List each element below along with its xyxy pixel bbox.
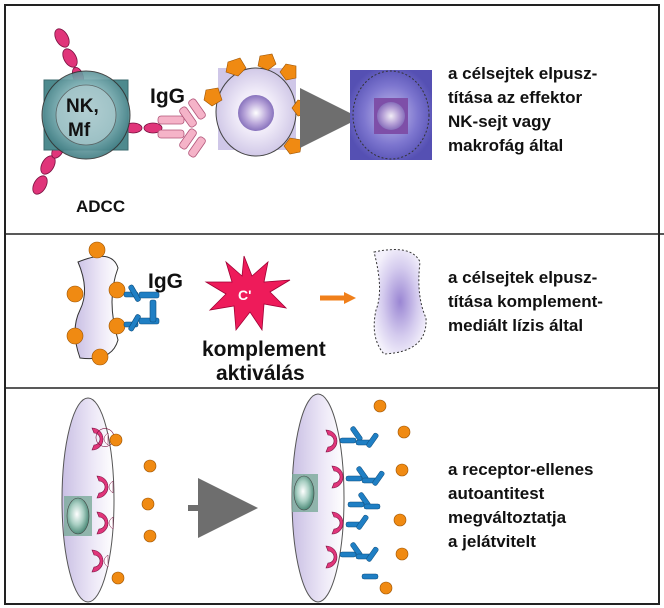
- nk-cell-nucleus: [55, 84, 117, 146]
- description-adcc: a célsejtek elpusz- títása az effektor N…: [448, 62, 597, 158]
- description-complement: a célsejtek elpusz- títása komplement- m…: [448, 266, 603, 338]
- adcc-label: ADCC: [76, 197, 125, 216]
- receptor-pockets-left: [103, 432, 114, 568]
- lysed-cell: [373, 249, 427, 355]
- description-line: autoantitest: [448, 484, 545, 503]
- description-line: títása az effektor: [448, 88, 583, 107]
- receptors-left: [91, 427, 115, 573]
- description-line: makrofág által: [448, 136, 564, 155]
- target-cell-nucleus: [238, 95, 274, 131]
- nk-cell-label-line1: NK,: [66, 96, 99, 117]
- complement-label-line2: aktiválás: [216, 362, 305, 385]
- description-line: a jelátvitelt: [448, 532, 536, 551]
- igg-antibody-pink: [157, 98, 206, 158]
- igg-antibody-blue: [123, 284, 160, 332]
- description-line: megváltoztatja: [448, 508, 567, 527]
- dead-cell-outline: [352, 70, 430, 160]
- description-line: a célsejtek elpusz-: [448, 64, 598, 83]
- description-line: a receptor-ellenes: [448, 460, 594, 479]
- complement-star: [204, 255, 291, 332]
- nk-cell-label-line2: Mf: [68, 120, 91, 141]
- description-line: a célsejtek elpusz-: [448, 268, 598, 287]
- receptor-nucleus-left: [66, 497, 90, 535]
- antigen-dots: [66, 241, 126, 366]
- igg-label-complement: IgG: [148, 270, 183, 293]
- ligand-dots-right: [373, 399, 411, 595]
- panel-adcc: NK, Mf IgG ADCC: [32, 28, 432, 216]
- panel-receptor: [61, 393, 411, 603]
- complement-label-line1: komplement: [202, 338, 326, 361]
- receptor-nucleus-right: [293, 475, 315, 511]
- igg-label-adcc: IgG: [150, 85, 185, 108]
- description-line: títása komplement-: [448, 292, 603, 311]
- dead-cell-nucleus-core: [377, 102, 405, 130]
- receptors-right: [325, 429, 344, 569]
- description-receptor: a receptor-ellenes autoantitest megválto…: [448, 458, 594, 554]
- target-cell-oblong: [74, 255, 119, 360]
- ligand-dots-left: [109, 433, 157, 585]
- complement-star-label: C': [238, 287, 251, 303]
- description-line: NK-sejt vagy: [448, 112, 551, 131]
- arrow-complement-head: [344, 292, 356, 304]
- outer-frame: [4, 4, 660, 605]
- panel-complement: IgG C' komplement aktiválás: [66, 241, 427, 385]
- description-line: mediált lízis által: [448, 316, 584, 335]
- autoantibodies-blue: [339, 426, 385, 580]
